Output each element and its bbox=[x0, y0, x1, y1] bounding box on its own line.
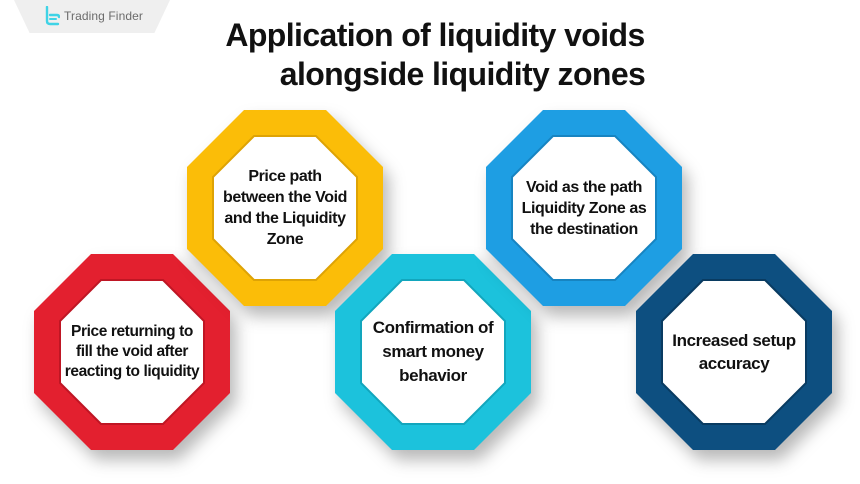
logo-band bbox=[14, 0, 170, 33]
octagon-void-path: Void as the path Liquidity Zone as the d… bbox=[486, 110, 682, 306]
octagon-label: Void as the path Liquidity Zone as the d… bbox=[521, 178, 647, 238]
octagon-price-returning: Price returning to fill the void after r… bbox=[34, 254, 230, 450]
title-line-1: Application of liquidity voids bbox=[225, 17, 645, 53]
page-title: Application of liquidity voids alongside… bbox=[150, 16, 720, 94]
brand-name: Trading Finder bbox=[64, 9, 143, 23]
octagon-label: Increased setup accuracy bbox=[672, 331, 796, 373]
title-line-2: alongside liquidity zones bbox=[279, 56, 646, 92]
octagon-label: Confirmation of smart money behavior bbox=[372, 318, 494, 385]
octagon-confirmation: Confirmation of smart money behavior bbox=[335, 254, 531, 450]
brand-logo: Trading Finder bbox=[44, 5, 143, 27]
trading-finder-logo-icon bbox=[44, 6, 60, 26]
octagon-yellow-shape bbox=[187, 110, 383, 306]
octagon-navy-shape bbox=[636, 254, 832, 450]
octagon-red-shape bbox=[34, 254, 230, 450]
octagon-blue-shape bbox=[486, 110, 682, 306]
octagon-label: Price path between the Void and the Liqu… bbox=[223, 168, 347, 248]
octagon-cyan-shape bbox=[335, 254, 531, 450]
octagon-price-path: Price path between the Void and the Liqu… bbox=[187, 110, 383, 306]
octagon-setup-accuracy: Increased setup accuracy bbox=[636, 254, 832, 450]
octagon-label: Price returning to fill the void after r… bbox=[64, 323, 200, 380]
